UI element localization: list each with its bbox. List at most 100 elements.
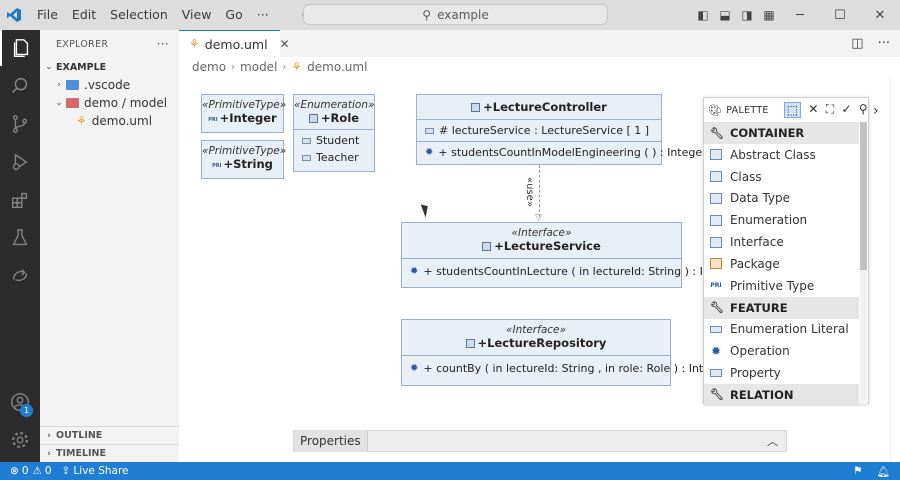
toggle-secondary-sidebar-icon[interactable]: ◨ <box>741 8 753 22</box>
minimize-icon[interactable]: ─ <box>796 7 804 23</box>
split-editor-icon[interactable]: ◫ <box>851 36 864 51</box>
attribute-section: # lectureService : LectureService [ 1 ] <box>417 119 661 141</box>
extensions-icon[interactable] <box>0 182 40 218</box>
interface-icon <box>482 242 492 251</box>
testing-flask-icon[interactable] <box>0 220 40 256</box>
palette-item-abstract-class[interactable]: Abstract Class <box>704 144 859 166</box>
pointer-tool-icon[interactable]: ⬚ <box>783 102 802 118</box>
palette-item-property[interactable]: Property <box>704 362 859 384</box>
toggle-sidebar-icon[interactable]: ◧ <box>697 8 709 22</box>
live-share-button[interactable]: Live Share <box>73 465 129 477</box>
tool-palette: 🎨︎ PALETTE ⬚ ✕ ⛶ ✓ ⚲ 🔧︎CONTAINER Abstrac… <box>703 97 869 406</box>
tree-item-vscode[interactable]: › .vscode <box>40 76 179 94</box>
palette-item-enumeration[interactable]: Enumeration <box>704 209 859 231</box>
operation-row[interactable]: ✹+ studentsCountInModelEngineering ( ) :… <box>425 146 707 159</box>
explorer-more-icon[interactable]: ··· <box>156 37 169 51</box>
tree-item-demo-uml[interactable]: ⚘ demo.uml <box>40 112 179 130</box>
explorer-sidebar: EXPLORER ··· ⌄ EXAMPLE › .vscode ⌄ demo … <box>40 30 179 462</box>
maximize-icon[interactable]: ☐ <box>834 7 846 23</box>
literal-icon <box>302 154 311 161</box>
close-window-icon[interactable]: ✕ <box>874 7 886 23</box>
properties-title[interactable]: Properties <box>294 430 368 452</box>
operation-row[interactable]: ✹+ countBy ( in lectureId: String , in r… <box>410 362 729 375</box>
dependency-edge[interactable] <box>539 165 540 217</box>
search-tool-icon[interactable]: ⚲ <box>858 102 868 116</box>
feedback-icon[interactable]: ⚑ <box>853 464 863 477</box>
breadcrumb-item[interactable]: demo <box>192 60 227 74</box>
operation-row[interactable]: ✹+ studentsCountInLecture ( in lectureId… <box>410 265 740 278</box>
run-debug-icon[interactable] <box>0 144 40 180</box>
title-bar: File Edit Selection View Go ··· ← → ⚲ ex… <box>0 0 900 30</box>
chevron-up-icon[interactable]: ︿ <box>767 435 778 448</box>
node-name: +LectureRepository <box>402 336 670 350</box>
folder-open-icon <box>66 98 79 108</box>
node-stereotype: «Interface» <box>511 227 572 239</box>
operation-gear-icon: ✹ <box>425 147 434 158</box>
warnings-count[interactable]: 0 <box>44 465 52 477</box>
menu-file[interactable]: File <box>37 7 58 22</box>
palette-item-enumeration-literal[interactable]: Enumeration Literal <box>704 319 859 341</box>
search-view-icon[interactable] <box>0 68 40 104</box>
palette-item-package[interactable]: Package <box>704 253 859 275</box>
timeline-section[interactable]: › TIMELINE <box>40 444 179 462</box>
remote-indicator-icon[interactable]: ⊗ <box>10 465 19 477</box>
delete-tool-icon[interactable]: ✕ <box>808 102 819 116</box>
palette-item-operation[interactable]: ✹Operation <box>710 343 790 359</box>
wrench-icon: 🔧︎ <box>710 126 724 140</box>
validate-tool-icon[interactable]: ✓ <box>841 102 852 116</box>
source-control-icon[interactable] <box>0 106 40 142</box>
breadcrumb-item[interactable]: demo.uml <box>307 60 368 74</box>
errors-count[interactable]: 0 <box>21 465 29 477</box>
menu-more[interactable]: ··· <box>256 7 269 22</box>
tree-root-example[interactable]: ⌄ EXAMPLE <box>40 58 179 76</box>
class-icon <box>710 171 722 183</box>
palette-item-interface[interactable]: Interface <box>704 231 859 253</box>
tree-item-label: .vscode <box>84 78 131 92</box>
accounts-icon[interactable]: 1 <box>0 384 40 420</box>
node-name: +LectureService <box>402 239 681 253</box>
lecture-controller-node[interactable]: +LectureController # lectureService : Le… <box>416 94 707 165</box>
breadcrumb-item[interactable]: model <box>240 60 278 74</box>
properties-panel[interactable]: Properties ︿ <box>293 430 787 452</box>
more-actions-icon[interactable]: ··· <box>877 36 890 51</box>
attribute-row[interactable]: # lectureService : LectureService [ 1 ] <box>417 122 661 139</box>
editor-scrollbar[interactable] <box>890 77 900 462</box>
node-stereotype: «Enumeration» <box>294 99 375 111</box>
command-center-search[interactable]: ⚲ example <box>303 4 608 25</box>
property-icon <box>425 127 434 134</box>
menu-view[interactable]: View <box>181 7 212 22</box>
explorer-icon[interactable] <box>0 30 40 66</box>
palette-item-data-type[interactable]: Data Type <box>704 188 859 210</box>
chevron-right-icon[interactable]: › <box>873 103 879 119</box>
palette-category-relation[interactable]: 🔧︎RELATION <box>704 383 859 406</box>
enumeration-role-node[interactable]: «Enumeration» +Role Student Teacher <box>293 94 375 172</box>
primitive-string-node[interactable]: «PrimitiveType» PRI+String <box>201 140 286 179</box>
tree-item-demo-model[interactable]: ⌄ demo / model <box>40 94 179 112</box>
palette-category-feature[interactable]: 🔧︎FEATURE <box>704 296 859 319</box>
tree-item-label: demo / model <box>84 96 168 110</box>
settings-gear-icon[interactable] <box>0 422 40 458</box>
notifications-bell-icon[interactable]: 🔔︎ <box>876 465 890 478</box>
palette-scrollbar-thumb[interactable] <box>860 122 867 270</box>
remote-explorer-icon[interactable] <box>0 258 40 294</box>
enumeration-icon <box>710 214 722 226</box>
outline-section[interactable]: › OUTLINE <box>40 426 179 444</box>
menu-selection[interactable]: Selection <box>110 7 168 22</box>
toggle-panel-icon[interactable]: ⬓ <box>719 8 731 22</box>
primitive-integer-node[interactable]: «PrimitiveType» PRI+Integer <box>201 94 286 133</box>
enum-literal[interactable]: Teacher <box>294 149 374 166</box>
palette-item-class[interactable]: Class <box>704 166 859 188</box>
enum-literal[interactable]: Student <box>294 132 374 149</box>
marquee-tool-icon[interactable]: ⛶ <box>825 102 835 116</box>
menu-go[interactable]: Go <box>225 7 243 22</box>
menu-edit[interactable]: Edit <box>71 7 97 22</box>
tab-demo-uml[interactable]: ⚘ demo.uml ✕ <box>179 30 290 57</box>
customize-layout-icon[interactable]: ▦ <box>763 8 775 22</box>
palette-icon: 🎨︎ <box>708 103 723 117</box>
palette-category-container[interactable]: 🔧︎CONTAINER <box>704 122 859 144</box>
operation-section: ✹+ countBy ( in lectureId: String , in r… <box>402 355 729 381</box>
close-icon[interactable]: ✕ <box>279 37 290 51</box>
lecture-repository-node[interactable]: «Interface» +LectureRepository ✹+ countB… <box>401 319 729 386</box>
lecture-service-node[interactable]: «Interface» +LectureService ✹+ studentsC… <box>401 222 740 288</box>
